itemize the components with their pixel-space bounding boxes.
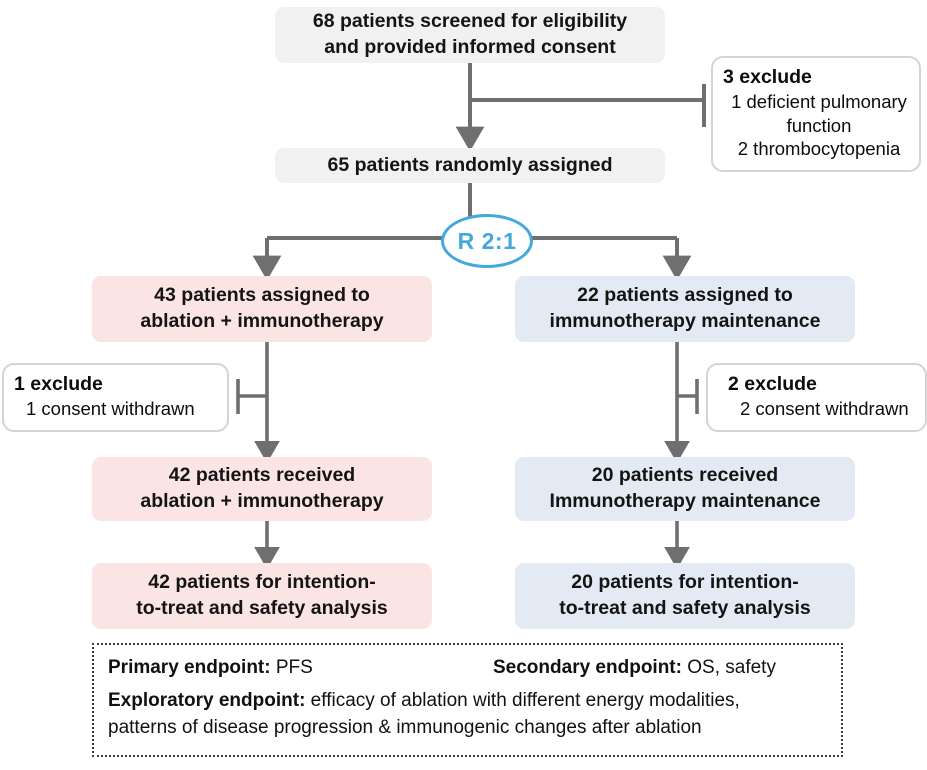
node-ablation-analysis: 42 patients for intention- to-treat and …	[92, 563, 432, 629]
randomization-ratio-badge: R 2:1	[441, 214, 533, 268]
exploratory-endpoint-label: Exploratory endpoint:	[108, 689, 306, 711]
node-immunotherapy-assigned: 22 patients assigned to immunotherapy ma…	[515, 276, 855, 342]
node-immunotherapy-received-line-2: Immunotherapy maintenance	[549, 490, 821, 512]
exploratory-endpoint: Exploratory endpoint: efficacy of ablati…	[108, 687, 827, 742]
node-immunotherapy-received-line-1: 20 patients received	[591, 464, 779, 487]
randomization-ratio-label: R 2:1	[457, 227, 517, 254]
secondary-endpoint-value: OS, safety	[681, 657, 776, 678]
primary-endpoint-value: PFS	[270, 657, 313, 678]
node-immunotherapy-analysis-line-1: 20 patients for intention-	[571, 571, 799, 594]
node-ablation-assigned-line-2: ablation + immunotherapy	[140, 310, 384, 332]
node-ablation-analysis-line-1: 42 patients for intention-	[148, 571, 376, 594]
exploratory-endpoint-value-line-2: patterns of disease progression & immuno…	[108, 717, 702, 739]
node-ablation-received-line-1: 42 patients received	[168, 464, 356, 487]
exclusion-box-screening: 3 exclude 1 deficient pulmonary function…	[711, 56, 921, 172]
node-immunotherapy-analysis-line-2: to-treat and safety analysis	[559, 597, 811, 619]
node-immunotherapy-assigned-line-2: immunotherapy maintenance	[549, 310, 821, 332]
node-immunotherapy-received: 20 patients received Immunotherapy maint…	[515, 457, 855, 521]
endpoints-panel: Primary endpoint: PFS Secondary endpoint…	[92, 643, 843, 757]
primary-endpoint-label: Primary endpoint:	[108, 657, 271, 678]
node-screening-line-1: 68 patients screened for eligibility	[312, 10, 628, 33]
node-immunotherapy-analysis: 20 patients for intention- to-treat and …	[515, 563, 855, 629]
exclusion-box-immunotherapy-arm: 2 exclude 2 consent withdrawn	[706, 363, 927, 432]
exclusion-immunotherapy-item-1: 2 consent withdrawn	[740, 397, 909, 419]
endpoints-row-primary-secondary: Primary endpoint: PFS Secondary endpoint…	[108, 654, 827, 683]
exclusion-immunotherapy-title: 2 exclude	[728, 373, 817, 395]
secondary-endpoint: Secondary endpoint: OS, safety	[493, 654, 776, 683]
node-ablation-received: 42 patients received ablation + immunoth…	[92, 457, 432, 521]
primary-endpoint: Primary endpoint: PFS	[108, 654, 493, 683]
exclusion-ablation-item-1: 1 consent withdrawn	[26, 397, 195, 419]
exclusion-screening-item-1: 1 deficient pulmonary	[731, 90, 907, 112]
exclusion-box-ablation-arm: 1 exclude 1 consent withdrawn	[2, 363, 229, 432]
node-ablation-analysis-line-2: to-treat and safety analysis	[136, 597, 388, 619]
node-randomized-line-1: 65 patients randomly assigned	[327, 153, 613, 176]
exclusion-screening-title: 3 exclude	[723, 66, 812, 88]
secondary-endpoint-label: Secondary endpoint:	[493, 657, 682, 678]
node-screening-line-2: and provided informed consent	[324, 36, 616, 58]
exclusion-screening-item-3: 2 thrombocytopenia	[737, 138, 901, 160]
node-randomized: 65 patients randomly assigned	[275, 148, 665, 183]
node-ablation-received-line-2: ablation + immunotherapy	[140, 490, 384, 512]
node-ablation-assigned: 43 patients assigned to ablation + immun…	[92, 276, 432, 342]
node-ablation-assigned-line-1: 43 patients assigned to	[154, 284, 370, 307]
node-screening: 68 patients screened for eligibility and…	[275, 7, 665, 63]
exclusion-screening-item-2: function	[786, 114, 852, 136]
node-immunotherapy-assigned-line-1: 22 patients assigned to	[577, 284, 793, 307]
exclusion-ablation-title: 1 exclude	[14, 373, 103, 395]
exploratory-endpoint-value: efficacy of ablation with different ener…	[305, 689, 740, 711]
